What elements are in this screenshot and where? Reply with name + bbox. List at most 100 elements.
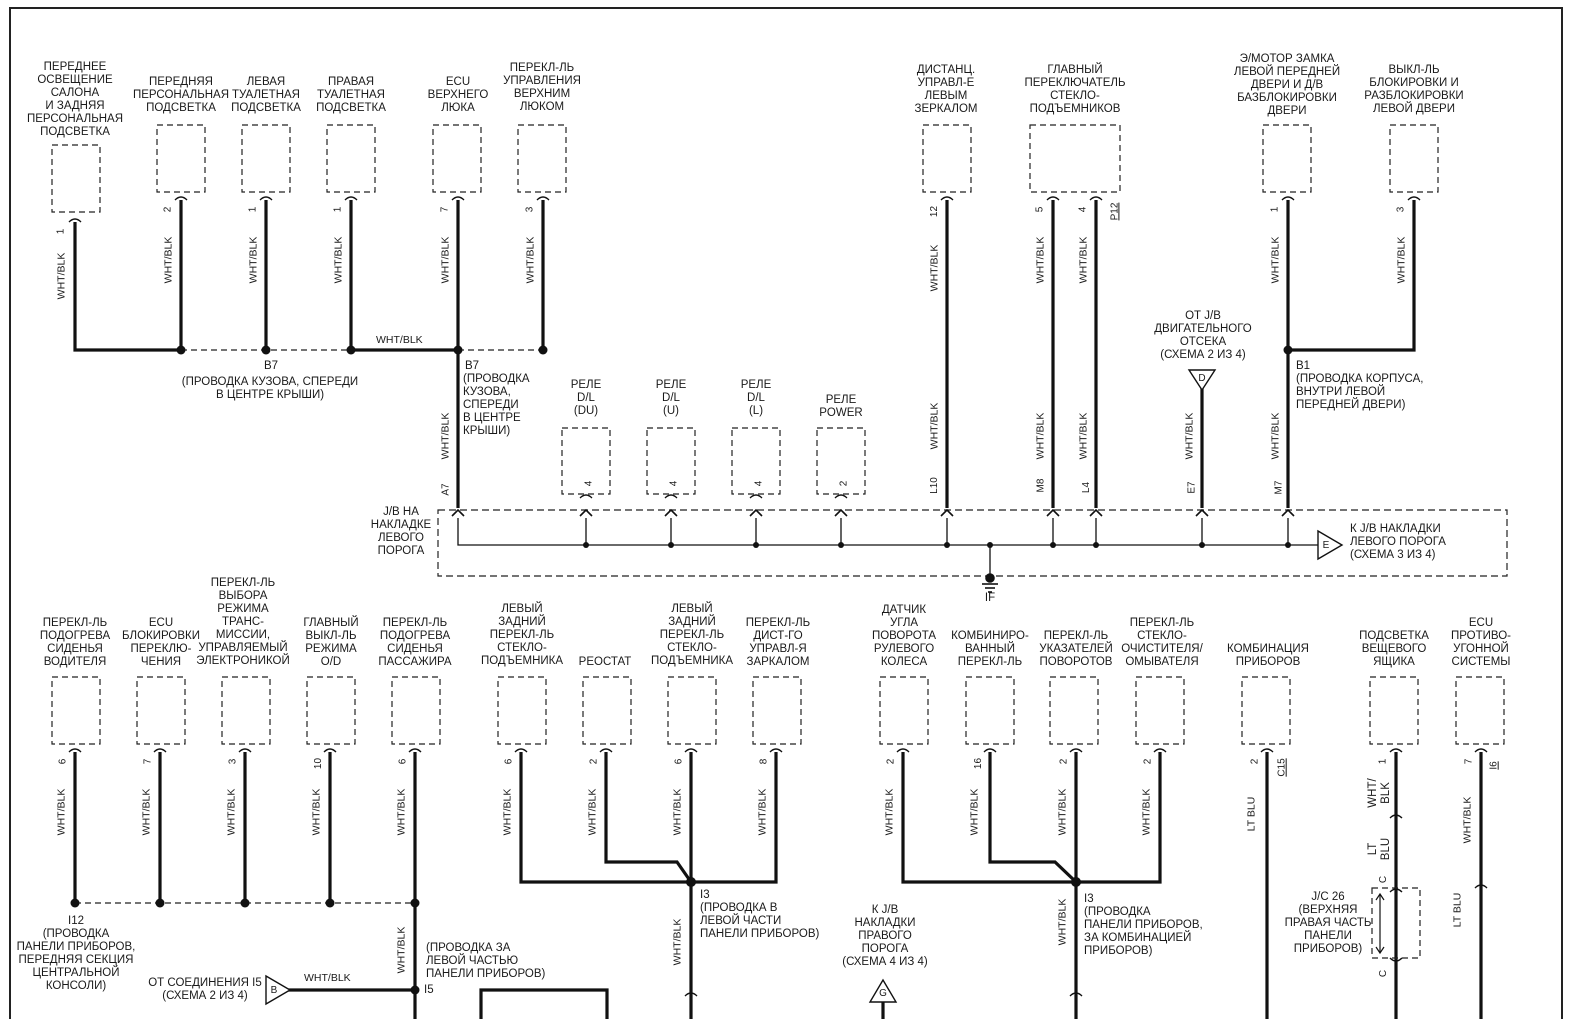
wire-color-label: WHT/BLK (1077, 236, 1090, 284)
wire-color-label: WHT/BLK (1034, 236, 1047, 284)
wire-color-label: WHT/BLK (501, 788, 514, 836)
wire-color-label: WHT/BLK (968, 788, 981, 836)
wire-color-label: WHT/BLK (140, 788, 153, 836)
component-label: ПЕРЕКЛ-ЛЬ СТЕКЛО- ОЧИСТИТЕЛЯ/ ОМЫВАТЕЛЯ (1121, 617, 1203, 668)
pin-number: 2 (1249, 758, 1261, 765)
wire-color-label: WHT/BLK (395, 788, 408, 836)
splice-note: (ПРОВОДКА В ЛЕВОЙ ЧАСТИ ПАНЕЛИ ПРИБОРОВ) (700, 902, 820, 940)
splice-note: (ПРОВОДКА КУЗОВА, СПЕРЕДИ В ЦЕНТРЕ КРЫШИ… (181, 376, 359, 401)
to-sill-note: К J/B НАКЛАДКИ ЛЕВОГО ПОРОГА (СХЕМА 3 ИЗ… (1350, 523, 1446, 561)
component-label: РЕОСТАТ (578, 656, 632, 668)
jb-terminal: E7 (1186, 481, 1198, 494)
splice-code: B7 (465, 360, 480, 372)
jb-terminals (451, 508, 1295, 517)
wire-color-label: WHT/BLK (310, 788, 323, 836)
jb-internal (457, 518, 1318, 578)
pin-number: 6 (673, 758, 685, 765)
component-box (1389, 124, 1439, 193)
wire-color-label: WHT/BLK (332, 236, 345, 284)
pin-number: 3 (227, 758, 239, 765)
wire-color-label: WHT/BLK (1183, 412, 1196, 460)
component-label: ГЛАВНЫЙ ВЫКЛ-ЛЬ РЕЖИМА O/D (303, 617, 359, 668)
component-label: ПЕРЕДНЕЕ ОСВЕЩЕНИЕ САЛОНА И ЗАДНЯЯ ПЕРСО… (26, 61, 124, 138)
wire-color-label: WHT/BLK (1056, 788, 1069, 836)
pin-number: C (1378, 969, 1390, 978)
component-box (326, 124, 376, 193)
component-label: ПЕРЕКЛ-ЛЬ ПОДОГРЕВА СИДЕНЬЯ ВОДИТЕЛЯ (39, 617, 111, 668)
splice-code: B7 (263, 360, 279, 372)
jb-dots (583, 542, 1291, 548)
wire (1288, 200, 1416, 352)
pin-number: 1 (247, 206, 259, 213)
pin-number: C (1378, 875, 1390, 884)
jc26-note: J/C 26 (ВЕРХНЯЯ ПРАВАЯ ЧАСТЬ ПАНЕЛИ ПРИБ… (1284, 891, 1372, 955)
pin-number: 7 (439, 206, 451, 213)
splice-note: (ПРОВОДКА КОРПУСА, ВНУТРИ ЛЕВОЙ ПЕРЕДНЕЙ… (1296, 373, 1424, 411)
to-sill-symbol: E (1322, 540, 1330, 551)
wire-color-label: WHT/BLK (1056, 898, 1069, 946)
wire-color-label: WHT/BLK (671, 918, 684, 966)
component-label: ПЕРЕКЛ-ЛЬ ПОДОГРЕВА СИДЕНЬЯ ПАССАЖИРА (378, 617, 452, 668)
component-label: Э/МОТОР ЗАМКА ЛЕВОЙ ПЕРЕДНЕЙ ДВЕРИ И Д/В… (1233, 53, 1341, 117)
splice-code: B1 (1296, 360, 1311, 372)
bottom-splices (70, 877, 1081, 995)
component-box (51, 144, 101, 213)
pin-number: 7 (1463, 758, 1475, 765)
pin-number: 16 (973, 757, 985, 770)
pin-number: 7 (142, 758, 154, 765)
top-splices (176, 345, 1293, 355)
pin-number: 1 (55, 228, 67, 235)
from-engine-note: ОТ J/B ДВИГАТЕЛЬНОГО ОТСЕКА (СХЕМА 2 ИЗ … (1154, 310, 1252, 361)
bottom-component-boxes (51, 676, 1505, 745)
ground-label: IF (984, 592, 996, 604)
pin-number: 1 (332, 206, 344, 213)
top-component-boxes (51, 124, 1439, 213)
pin-forks (68, 196, 1421, 223)
wire-color-label: WHT/BLK (671, 788, 684, 836)
connector-code: C15 (1276, 758, 1288, 777)
relay-box (561, 427, 611, 495)
component-box (241, 124, 291, 193)
wire-color-label: WHT/BLK (1269, 412, 1282, 460)
relay-box (731, 427, 781, 495)
wire-color-label: WHT/BLK (883, 788, 896, 836)
component-label: ECU ПРОТИВО- УГОННОЙ СИСТЕМЫ (1451, 617, 1511, 668)
pin-number: 3 (1395, 206, 1407, 213)
pin-number: 4 (1077, 206, 1089, 213)
pin-number: 4 (753, 480, 765, 487)
bottom-pin-forks (68, 748, 1488, 997)
wire-color-label: WHT/BLK (928, 402, 941, 450)
splice-code: I3 (700, 889, 710, 901)
component-label: ДАТЧИК УГЛА ПОВОРОТА РУЛЕВОГО КОЛЕСА (871, 604, 937, 668)
pin-number: 2 (588, 758, 600, 765)
jb-terminal: L10 (928, 477, 940, 494)
to-right-sill-symbol: G (879, 988, 887, 999)
pin-number: 10 (313, 757, 325, 770)
pin-number: 1 (1377, 758, 1389, 765)
component-label: ЛЕВЫЙ ЗАДНИЙ ПЕРЕКЛ-ЛЬ СТЕКЛО- ПОДЪЕМНИК… (650, 603, 734, 667)
splice-note: (ПРОВОДКА ЗА ЛЕВОЙ ЧАСТЬЮ ПАНЕЛИ ПРИБОРО… (426, 942, 546, 980)
component-label: КОМБИНАЦИЯ ПРИБОРОВ (1227, 643, 1309, 668)
splice-code: I3 (1084, 893, 1094, 905)
wire-color-label: WHT/BLK (928, 244, 941, 292)
wire-color-label: WHT/ BLK (1367, 778, 1392, 808)
relay-box (646, 427, 696, 495)
wire-color-label: WHT/BLK (586, 788, 599, 836)
component-label: ВЫКЛ-ЛЬ БЛОКИРОВКИ И РАЗБЛОКИРОВКИ ЛЕВОЙ… (1364, 64, 1464, 115)
wire-color-label: WHT/BLK (1140, 788, 1153, 836)
wire-color-label: WHT/BLK (376, 334, 423, 346)
wire-color-label: WHT/BLK (439, 236, 452, 284)
wire-color-label: LT BLU (1451, 892, 1464, 928)
component-box (922, 124, 972, 193)
wire-color-label: WHT/BLK (395, 926, 408, 974)
wire-color-label: WHT/BLK (1395, 236, 1408, 284)
component-label: ЛЕВАЯ ТУАЛЕТНАЯ ПОДСВЕТКА (231, 76, 301, 114)
component-label: ПЕРЕКЛ-ЛЬ УПРАВЛЕНИЯ ВЕРХНИМ ЛЮКОМ (503, 62, 581, 113)
component-label: ПЕРЕКЛ-ЛЬ ДИСТ-ГО УПРАВЛ-Я ЗАРКАЛОМ (745, 617, 811, 668)
pin-number: 2 (838, 480, 850, 487)
relay-label: РЕЛЕ D/L (U) (655, 379, 687, 417)
component-box (1029, 124, 1121, 193)
component-box (1262, 124, 1312, 193)
component-label: ECU ВЕРХНЕГО ЛЮКА (427, 76, 489, 114)
